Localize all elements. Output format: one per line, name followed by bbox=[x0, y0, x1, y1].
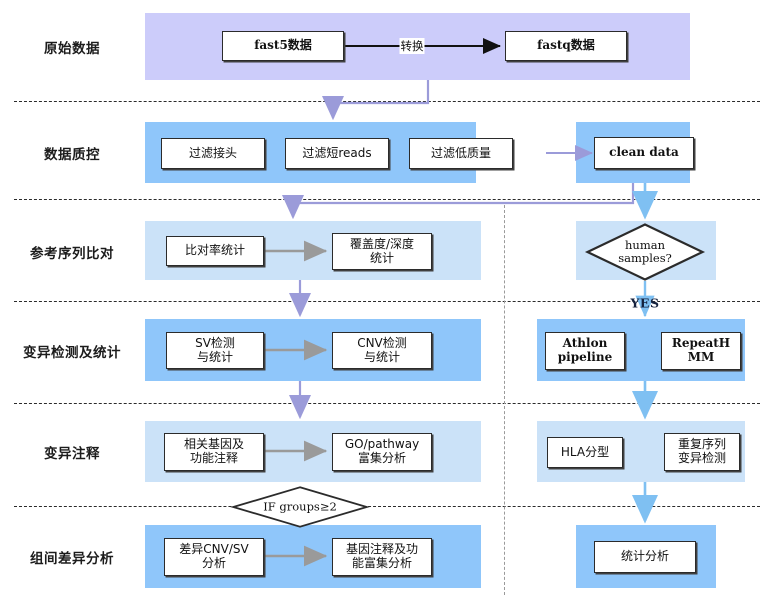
decision-human-samples bbox=[584, 223, 706, 281]
node-go-pathway-label: GO/pathway 富集分析 bbox=[344, 437, 420, 465]
track-divider bbox=[504, 205, 505, 595]
node-gene-annot[interactable]: 相关基因及 功能注释 bbox=[164, 433, 264, 471]
node-hla-typing[interactable]: HLA分型 bbox=[547, 437, 623, 468]
node-diff-cnvsv[interactable]: 差异CNV/SV 分析 bbox=[164, 538, 264, 576]
node-filter-lowq-label: 过滤低质量 bbox=[430, 145, 491, 160]
node-coverage-depth[interactable]: 覆盖度/深度 统计 bbox=[332, 233, 432, 270]
node-repeathmm[interactable]: RepeatH MM bbox=[661, 332, 741, 370]
stage-divider-1 bbox=[14, 101, 760, 102]
node-filter-short-label: 过滤短reads bbox=[302, 145, 372, 160]
stage-divider-3 bbox=[14, 301, 760, 302]
node-map-rate[interactable]: 比对率统计 bbox=[166, 236, 264, 266]
node-sv-detect-label: SV检测 与统计 bbox=[195, 335, 235, 364]
node-stat-analysis[interactable]: 统计分析 bbox=[594, 541, 696, 573]
stage-label-raw-data: 原始数据 bbox=[44, 41, 100, 57]
node-filter-short[interactable]: 过滤短reads bbox=[285, 138, 389, 169]
node-filter-adapter-label: 过滤接头 bbox=[188, 145, 237, 160]
node-diff-cnvsv-label: 差异CNV/SV 分析 bbox=[179, 542, 249, 570]
node-athlon-pipeline[interactable]: Athlon pipeline bbox=[545, 332, 625, 370]
node-repeathmm-label: RepeatH MM bbox=[671, 336, 731, 364]
node-fastq-label: fastq数据 bbox=[537, 38, 595, 53]
node-gene-annot-enrich[interactable]: 基因注释及功 能富集分析 bbox=[332, 538, 432, 576]
node-gene-annot-label: 相关基因及 功能注释 bbox=[183, 437, 244, 465]
node-go-pathway[interactable]: GO/pathway 富集分析 bbox=[332, 433, 432, 471]
edge-cleandata-to-alignment bbox=[282, 183, 635, 220]
node-filter-lowq[interactable]: 过滤低质量 bbox=[409, 138, 513, 169]
node-repeat-variant-label: 重复序列 变异检测 bbox=[677, 437, 726, 465]
edge-label-convert: 转换 bbox=[399, 38, 425, 54]
node-stat-analysis-label: 统计分析 bbox=[620, 549, 669, 564]
stage-divider-2 bbox=[14, 199, 760, 200]
node-fast5-label: fast5数据 bbox=[254, 38, 312, 53]
node-gene-annot-enrich-label: 基因注释及功 能富集分析 bbox=[345, 542, 418, 570]
node-fastq[interactable]: fastq数据 bbox=[505, 31, 627, 61]
node-hla-typing-label: HLA分型 bbox=[560, 444, 610, 459]
node-cnv-detect-label: CNV检测 与统计 bbox=[357, 335, 407, 364]
node-coverage-depth-label: 覆盖度/深度 统计 bbox=[349, 236, 415, 265]
stage-label-variant-calling: 变异检测及统计 bbox=[23, 345, 121, 361]
edge-fastq-to-filters bbox=[322, 80, 430, 121]
node-athlon-pipeline-label: Athlon pipeline bbox=[557, 336, 613, 364]
edge-label-yes: YES bbox=[630, 295, 660, 311]
node-filter-adapter[interactable]: 过滤接头 bbox=[161, 138, 265, 169]
stage-label-group-diff: 组间差异分析 bbox=[30, 551, 114, 567]
stage-label-alignment: 参考序列比对 bbox=[30, 246, 114, 262]
stage-label-quality-control: 数据质控 bbox=[44, 147, 100, 163]
node-sv-detect[interactable]: SV检测 与统计 bbox=[166, 332, 264, 369]
node-fast5[interactable]: fast5数据 bbox=[222, 31, 344, 61]
stage-divider-4 bbox=[14, 403, 760, 404]
decision-if-groups bbox=[230, 486, 370, 528]
stage-divider-5 bbox=[14, 506, 760, 507]
node-repeat-variant[interactable]: 重复序列 变异检测 bbox=[664, 433, 740, 471]
node-clean-data-label: clean data bbox=[609, 145, 679, 160]
node-map-rate-label: 比对率统计 bbox=[184, 243, 245, 258]
stage-label-variant-annot: 变异注释 bbox=[44, 446, 100, 462]
node-cnv-detect[interactable]: CNV检测 与统计 bbox=[332, 332, 432, 369]
node-clean-data[interactable]: clean data bbox=[594, 137, 694, 169]
